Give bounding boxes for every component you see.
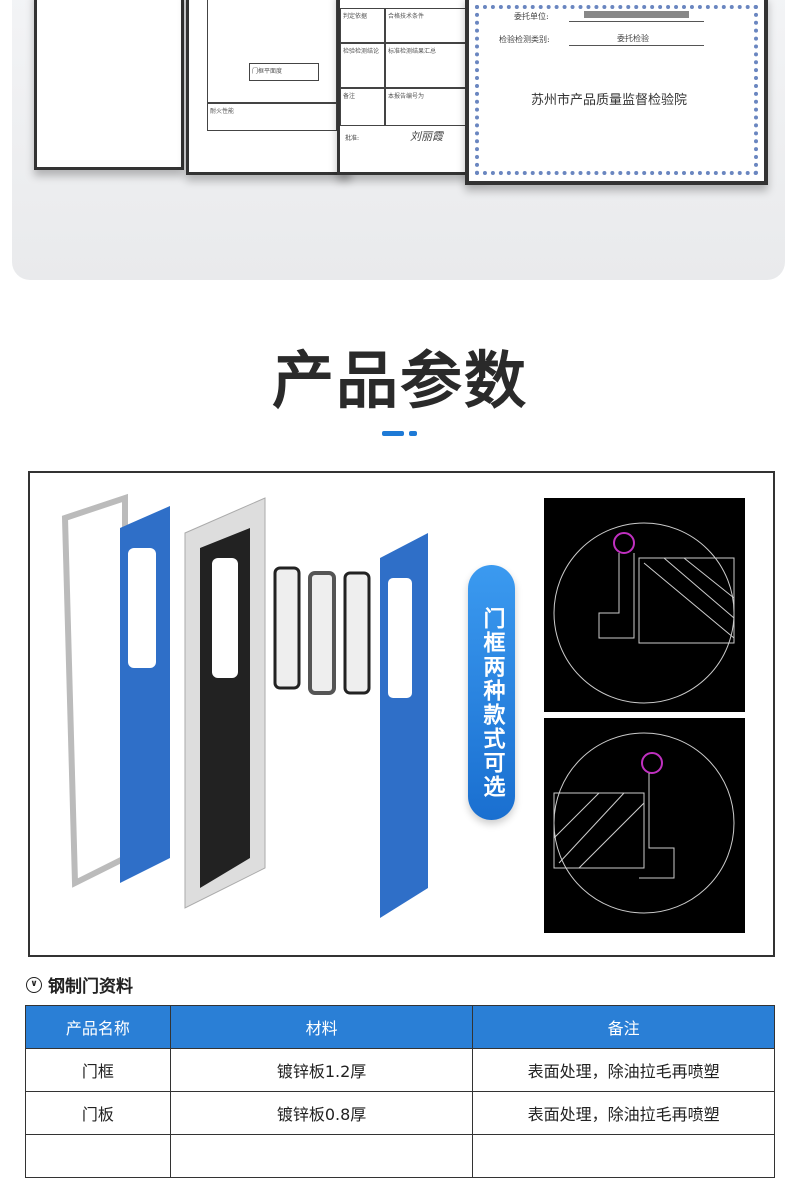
certificate-showcase: 耐火性能 门框平面度 判定依据 合格技术条件 检验检测结论 标准检测结果汇总 备… — [12, 0, 785, 280]
redacted-block — [584, 11, 689, 18]
certificate-main: 委托单位: 检验检测类别: 委托检验 苏州市产品质量监督检验院 — [465, 0, 768, 185]
signature: 刘丽霞 — [410, 130, 443, 143]
steel-door-materials-table: 产品名称 材料 备注 门框 镀锌板1.2厚 表面处理，除油拉毛再喷塑 门板 镀锌… — [25, 1005, 775, 1178]
door-product-image: 门框两种款式可选 — [28, 471, 775, 957]
frame-detail-drawing-1 — [544, 498, 745, 712]
chevron-down-circle-icon: ∨ — [26, 976, 42, 993]
certificate-page-1 — [34, 0, 184, 170]
exploded-door-illustration — [61, 493, 428, 918]
cert-cell: 门框平面度 — [249, 63, 319, 81]
cert-cell: 耐火性能 — [207, 103, 337, 131]
certificate-issuer: 苏州市产品质量监督检验院 — [531, 93, 688, 108]
table-row: 门板 镀锌板0.8厚 表面处理，除油拉毛再喷塑 — [25, 1091, 775, 1135]
column-header: 产品名称 — [25, 1005, 171, 1049]
section-title: 产品参数 — [271, 344, 528, 417]
column-header: 材料 — [169, 1005, 474, 1049]
steel-door-info-heading: ∨ 钢制门资料 — [26, 972, 133, 997]
table-row-partial — [25, 1134, 775, 1178]
title-divider — [382, 431, 404, 436]
table-header-row: 产品名称 材料 备注 — [25, 1005, 775, 1049]
certificate-page-2: 耐火性能 门框平面度 — [186, 0, 351, 175]
table-row: 门框 镀锌板1.2厚 表面处理，除油拉毛再喷塑 — [25, 1048, 775, 1092]
title-divider-dot — [409, 431, 417, 436]
column-header: 备注 — [472, 1005, 775, 1049]
frame-options-callout: 门框两种款式可选 — [468, 565, 515, 820]
frame-detail-drawing-2 — [544, 718, 745, 933]
certificate-page-3: 判定依据 合格技术条件 检验检测结论 标准检测结果汇总 备注 本报告编号为 批准… — [337, 0, 487, 175]
